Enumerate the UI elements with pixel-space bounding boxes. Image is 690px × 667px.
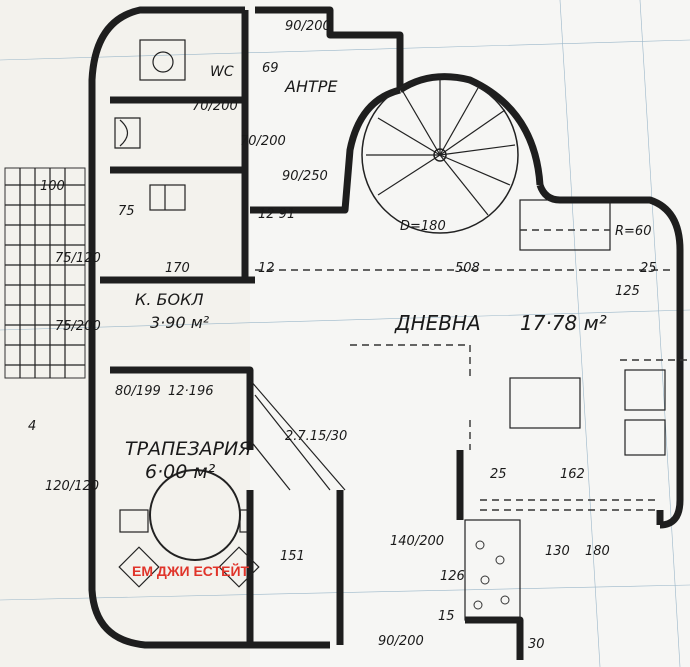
- dim-12-91: 12 91: [258, 207, 295, 222]
- dim-d180: D=180: [400, 219, 446, 234]
- room-dnevna-area: 17·78 м²: [520, 311, 607, 335]
- planter: [464, 519, 521, 621]
- dim-stair: 2.7.15/30: [285, 429, 347, 444]
- dim-100: 100: [40, 179, 65, 194]
- spiral-stair: [361, 76, 519, 234]
- room-trapezaria-label: ТРАПЕЗАРИЯ: [125, 438, 251, 460]
- dim-90-200-bottom: 90/200: [378, 634, 424, 649]
- room-trapezaria-area: 6·00 м²: [145, 461, 216, 483]
- room-antre-label: АНТРЕ: [284, 77, 338, 96]
- room-kbokl-label: К. БОКЛ: [135, 290, 204, 309]
- dim-80-199: 80/199: [115, 384, 161, 399]
- terrace-hatch: [4, 167, 86, 379]
- room-kbokl-area: 3·90 м²: [150, 313, 210, 332]
- dim-151: 151: [280, 549, 305, 564]
- dim-120-120: 120/120: [45, 479, 99, 494]
- walls: [88, 6, 684, 660]
- dim-12-196: 12·196: [168, 384, 214, 399]
- dim-4: 4: [28, 419, 36, 434]
- dim-70-200-a: 70/200: [192, 99, 238, 114]
- stair-run: [249, 379, 346, 491]
- dim-15: 15: [438, 609, 455, 624]
- dim-140-200: 140/200: [390, 534, 444, 549]
- watermark-text: ЕМ ДЖИ ЕСТЕЙТ: [132, 562, 250, 579]
- dim-70-200-b: 70/200: [240, 134, 286, 149]
- dashed-lines: [255, 229, 690, 511]
- dim-126: 126: [440, 569, 465, 584]
- fixtures: [114, 39, 666, 588]
- dim-r60: R=60: [615, 224, 651, 239]
- dim-180: 180: [585, 544, 610, 559]
- dim-75-200: 75/200: [55, 319, 101, 334]
- dim-25-top: 25: [640, 261, 657, 276]
- dim-69: 69: [262, 61, 279, 76]
- dim-508: 508: [455, 261, 480, 276]
- dim-25: 25: [490, 467, 507, 482]
- dim-12: 12: [258, 261, 275, 276]
- dim-125: 125: [615, 284, 640, 299]
- dim-170: 170: [165, 261, 190, 276]
- room-wc-label: WC: [210, 64, 234, 80]
- dim-130: 130: [545, 544, 570, 559]
- dim-75-120: 75/120: [55, 251, 101, 266]
- dim-162: 162: [560, 467, 585, 482]
- dim-90-200-top: 90/200: [285, 19, 331, 34]
- room-dnevna-label: ДНЕВНА: [394, 311, 481, 335]
- dim-90-250: 90/250: [282, 169, 328, 184]
- dim-30: 30: [528, 637, 545, 652]
- dim-75-a: 75: [118, 204, 135, 219]
